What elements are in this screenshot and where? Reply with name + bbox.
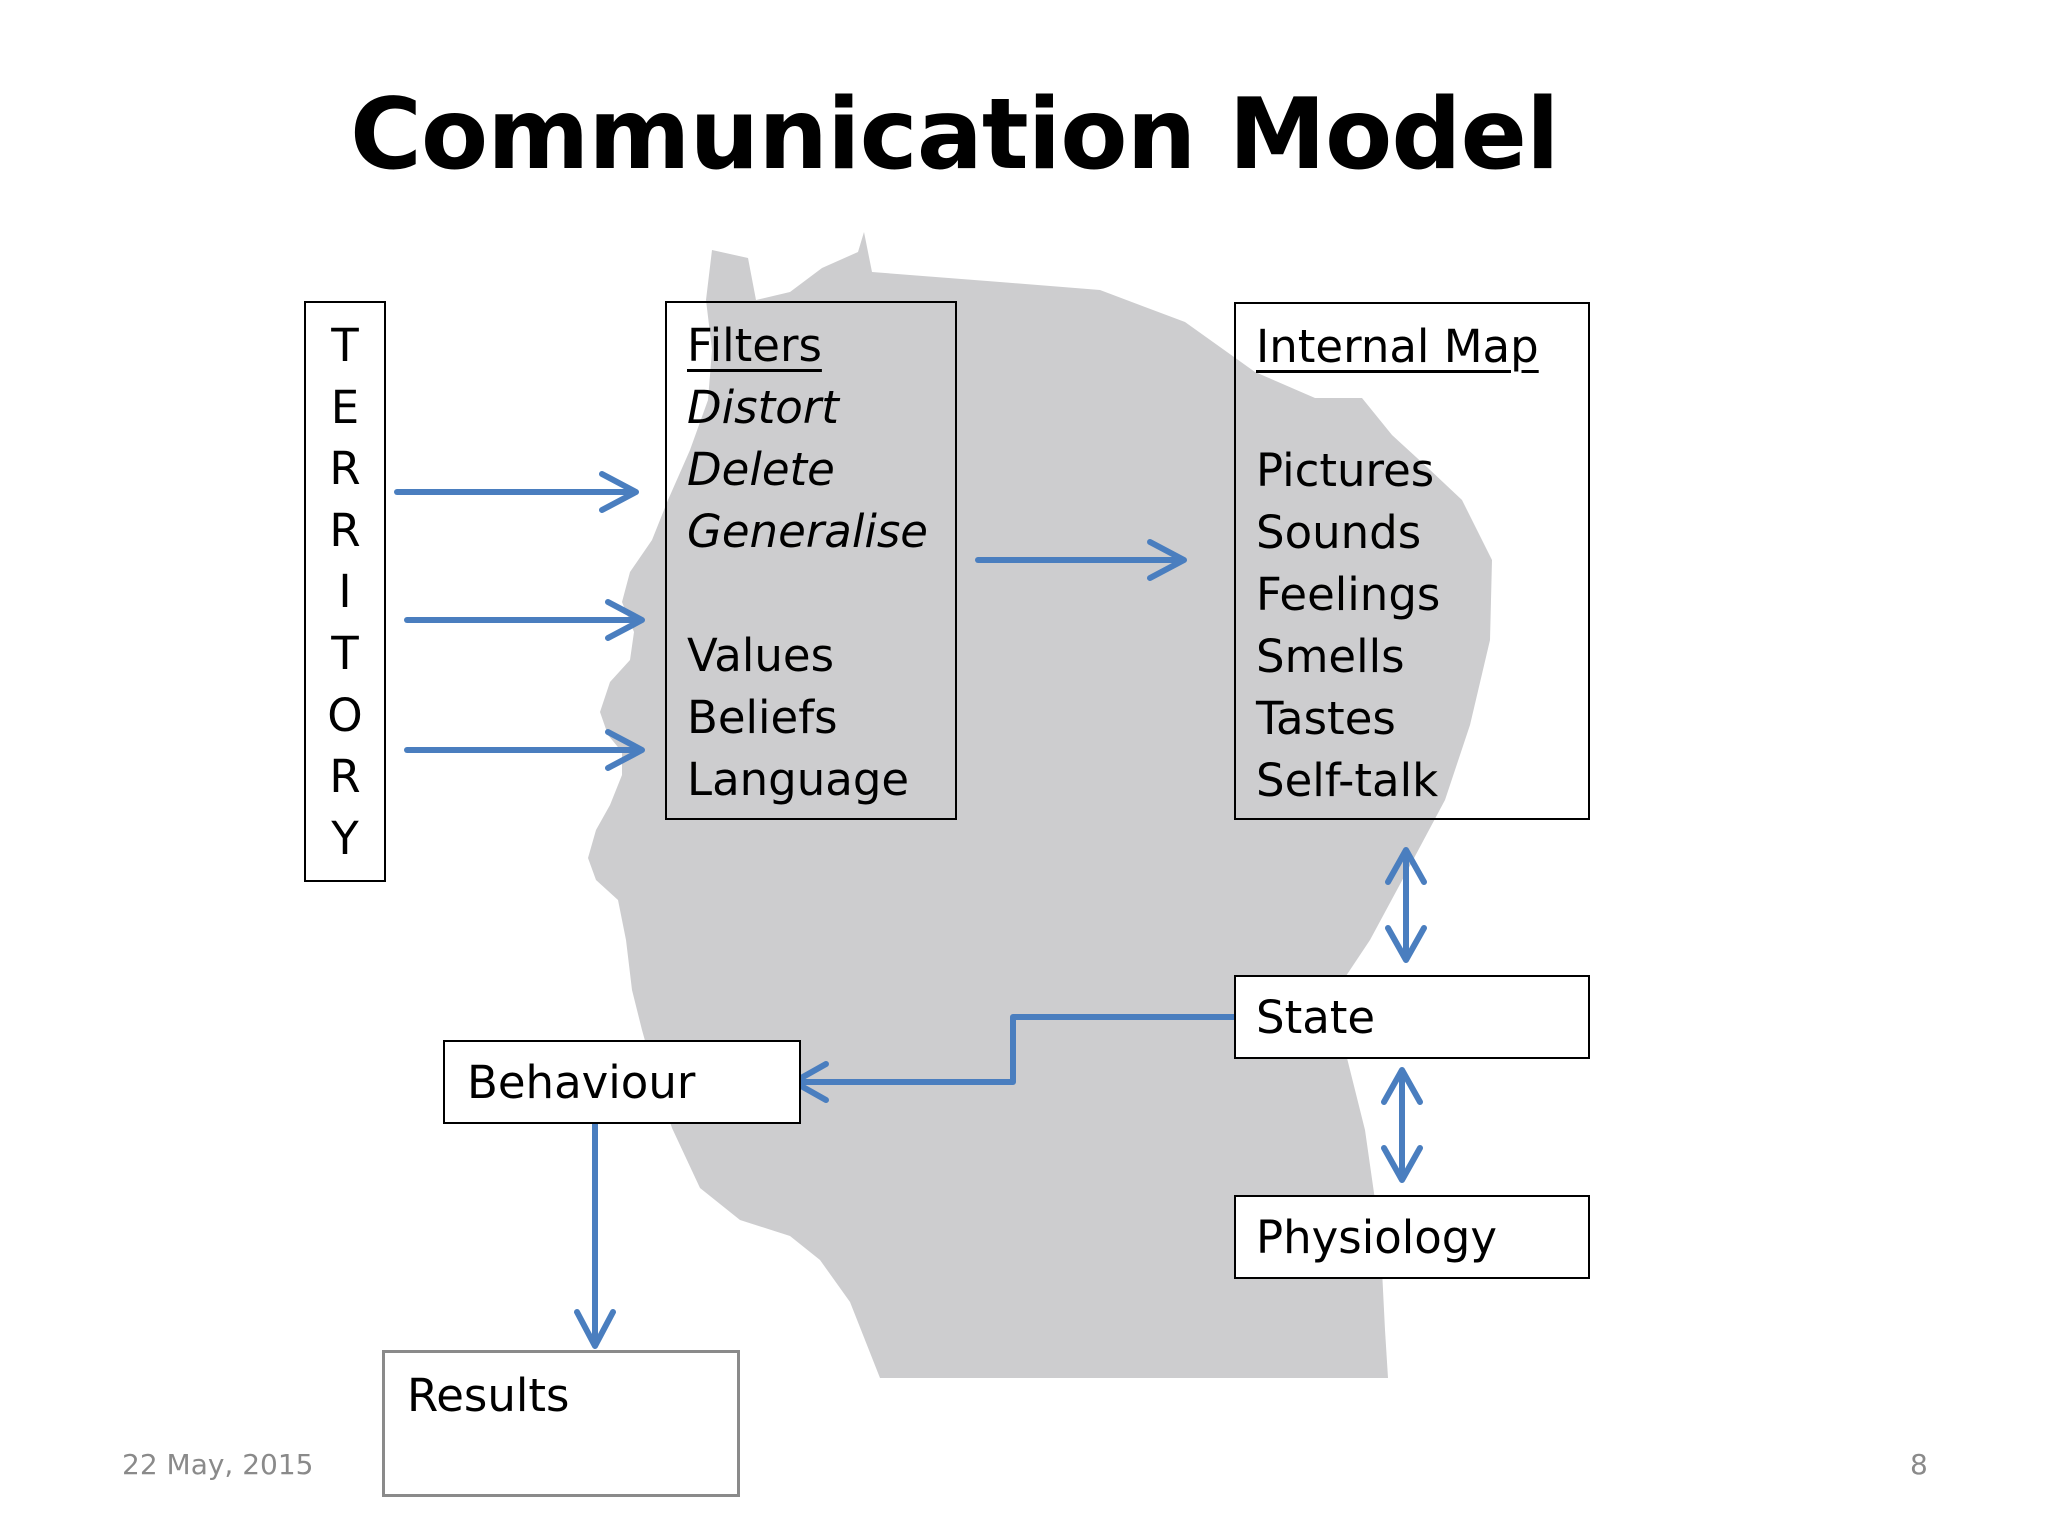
territory-letter: T: [331, 626, 359, 680]
state-label: State: [1256, 991, 1376, 1044]
territory-letter: I: [338, 565, 352, 619]
filter-item: Values: [687, 629, 835, 682]
territory-letter: T: [331, 319, 359, 372]
filters-heading: Filters: [687, 319, 822, 372]
behaviour-label: Behaviour: [467, 1056, 696, 1109]
state-to-behaviour-arrow: [791, 1014, 1237, 1103]
state-box: State: [1234, 975, 1590, 1059]
territory-letter: R: [329, 750, 361, 804]
internal-map-item: Tastes: [1256, 692, 1396, 745]
internal-map-box: Internal Map Pictures Sounds Feelings Sm…: [1234, 302, 1590, 820]
internal-map-heading: Internal Map: [1256, 320, 1539, 373]
internal-map-item: Pictures: [1256, 444, 1435, 497]
territory-to-filters-arrow-1: [394, 471, 639, 513]
physiology-label: Physiology: [1256, 1211, 1497, 1264]
page-number: 8: [1910, 1448, 1928, 1481]
territory-letter: E: [330, 380, 360, 434]
results-box: Results: [382, 1350, 740, 1497]
filters-to-internal-map-arrow: [975, 539, 1187, 581]
filter-process: Distort: [687, 381, 839, 434]
results-label: Results: [407, 1369, 570, 1422]
slide-date: 22 May, 2015: [122, 1448, 314, 1481]
filter-process: Generalise: [687, 505, 928, 558]
territory-letter: R: [329, 503, 361, 557]
filter-item: Beliefs: [687, 691, 838, 744]
internal-map-item: Smells: [1256, 630, 1405, 683]
internal-map-state-double-arrow: [1385, 847, 1427, 963]
slide-title: Communication Model: [350, 78, 1560, 192]
physiology-box: Physiology: [1234, 1195, 1590, 1279]
filter-process: Delete: [687, 443, 835, 496]
territory-letter: R: [329, 442, 361, 496]
behaviour-box: Behaviour: [443, 1040, 801, 1124]
territory-letter: Y: [331, 811, 359, 865]
internal-map-item: Self-talk: [1256, 754, 1439, 807]
internal-map-item: Feelings: [1256, 568, 1441, 621]
internal-map-item: Sounds: [1256, 506, 1422, 559]
state-physiology-double-arrow: [1381, 1067, 1423, 1183]
behaviour-to-results-arrow: [574, 1121, 616, 1349]
filters-box: Filters Distort Delete Generalise Values…: [665, 301, 957, 820]
territory-to-filters-arrow-3: [404, 729, 645, 771]
territory-to-filters-arrow-2: [404, 599, 645, 641]
territory-box: T E R R I T O R Y: [304, 301, 386, 882]
filter-item: Language: [687, 753, 910, 806]
territory-letter: O: [327, 688, 363, 742]
